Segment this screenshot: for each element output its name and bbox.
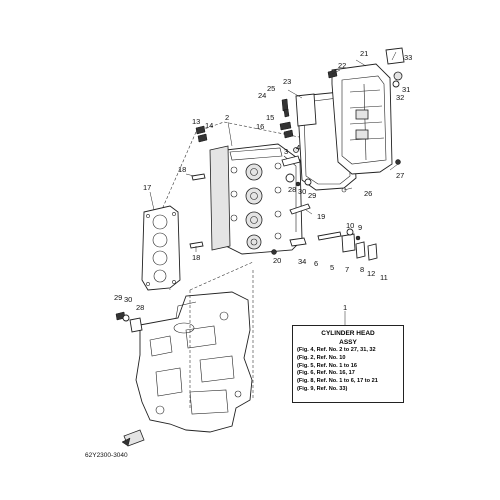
legend-row: (Fig. 5, Ref. No. 1 to 16 xyxy=(297,362,357,369)
callout: 16 xyxy=(256,122,264,131)
callout: 18 xyxy=(178,165,186,174)
callout: 29 xyxy=(308,191,316,200)
callout: 18 xyxy=(192,253,200,262)
callout: 24 xyxy=(258,91,266,100)
callout: 15 xyxy=(266,113,274,122)
callout-labels: 1 2 3 4 5 6 7 8 9 10 11 12 13 14 15 16 1… xyxy=(114,49,412,312)
callout: 13 xyxy=(192,117,200,126)
head-cover xyxy=(331,63,393,175)
callout: 2 xyxy=(225,113,229,122)
callout: 26 xyxy=(364,189,372,198)
callout: 30 xyxy=(124,295,132,304)
callout: 6 xyxy=(314,259,318,268)
callout: 21 xyxy=(360,49,368,58)
legend-row: (Fig. 4, Ref. No. 2 to 27, 31, 32 xyxy=(297,347,376,353)
callout: 8 xyxy=(360,265,364,274)
legend-subtitle: ASSY xyxy=(339,339,357,346)
callout: 14 xyxy=(205,121,213,130)
head-gasket xyxy=(141,205,181,291)
callout: 28 xyxy=(288,185,296,194)
legend-row: (Fig. 8, Ref. No. 1 to 6, 17 to 21 xyxy=(297,378,378,385)
callout: 12 xyxy=(367,269,375,278)
cylinder-block xyxy=(135,291,253,433)
callout: 34 xyxy=(298,257,306,266)
callout: 7 xyxy=(345,265,349,274)
callout: 32 xyxy=(396,93,404,102)
callout: 11 xyxy=(380,273,388,282)
callout: 4 xyxy=(296,143,300,152)
legend-row: (Fig. 6, Ref. No. 16, 17 xyxy=(297,370,355,377)
cylinder-head xyxy=(209,143,303,255)
callout: 33 xyxy=(404,53,412,62)
callout: 22 xyxy=(338,61,346,70)
callout: 17 xyxy=(143,183,151,192)
callout: 20 xyxy=(273,256,281,265)
legend-row: (Fig. 2, Ref. No. 10 xyxy=(297,354,346,361)
callout: 5 xyxy=(330,263,334,272)
callout: 23 xyxy=(283,77,291,86)
callout: 27 xyxy=(396,171,404,180)
callout: 29 xyxy=(114,293,122,302)
callout: 30 xyxy=(298,187,306,196)
drawing-code: 62Y2300-3040 xyxy=(85,452,128,459)
small-parts xyxy=(115,47,405,447)
legend-row: (Fig. 9, Ref. No. 33) xyxy=(297,385,348,392)
callout: 19 xyxy=(317,212,325,221)
legend-title: CYLINDER HEAD xyxy=(321,330,375,337)
callout: 10 xyxy=(346,221,354,230)
callout: 25 xyxy=(267,84,275,93)
callout: 1 xyxy=(343,303,347,312)
assembly-legend-box: CYLINDER HEAD ASSY (Fig. 4, Ref. No. 2 t… xyxy=(292,325,404,403)
callout: 31 xyxy=(402,85,410,94)
callout: 28 xyxy=(136,303,144,312)
callout: 3 xyxy=(284,147,288,156)
leader-lines xyxy=(149,51,399,325)
callout: 9 xyxy=(358,223,362,232)
